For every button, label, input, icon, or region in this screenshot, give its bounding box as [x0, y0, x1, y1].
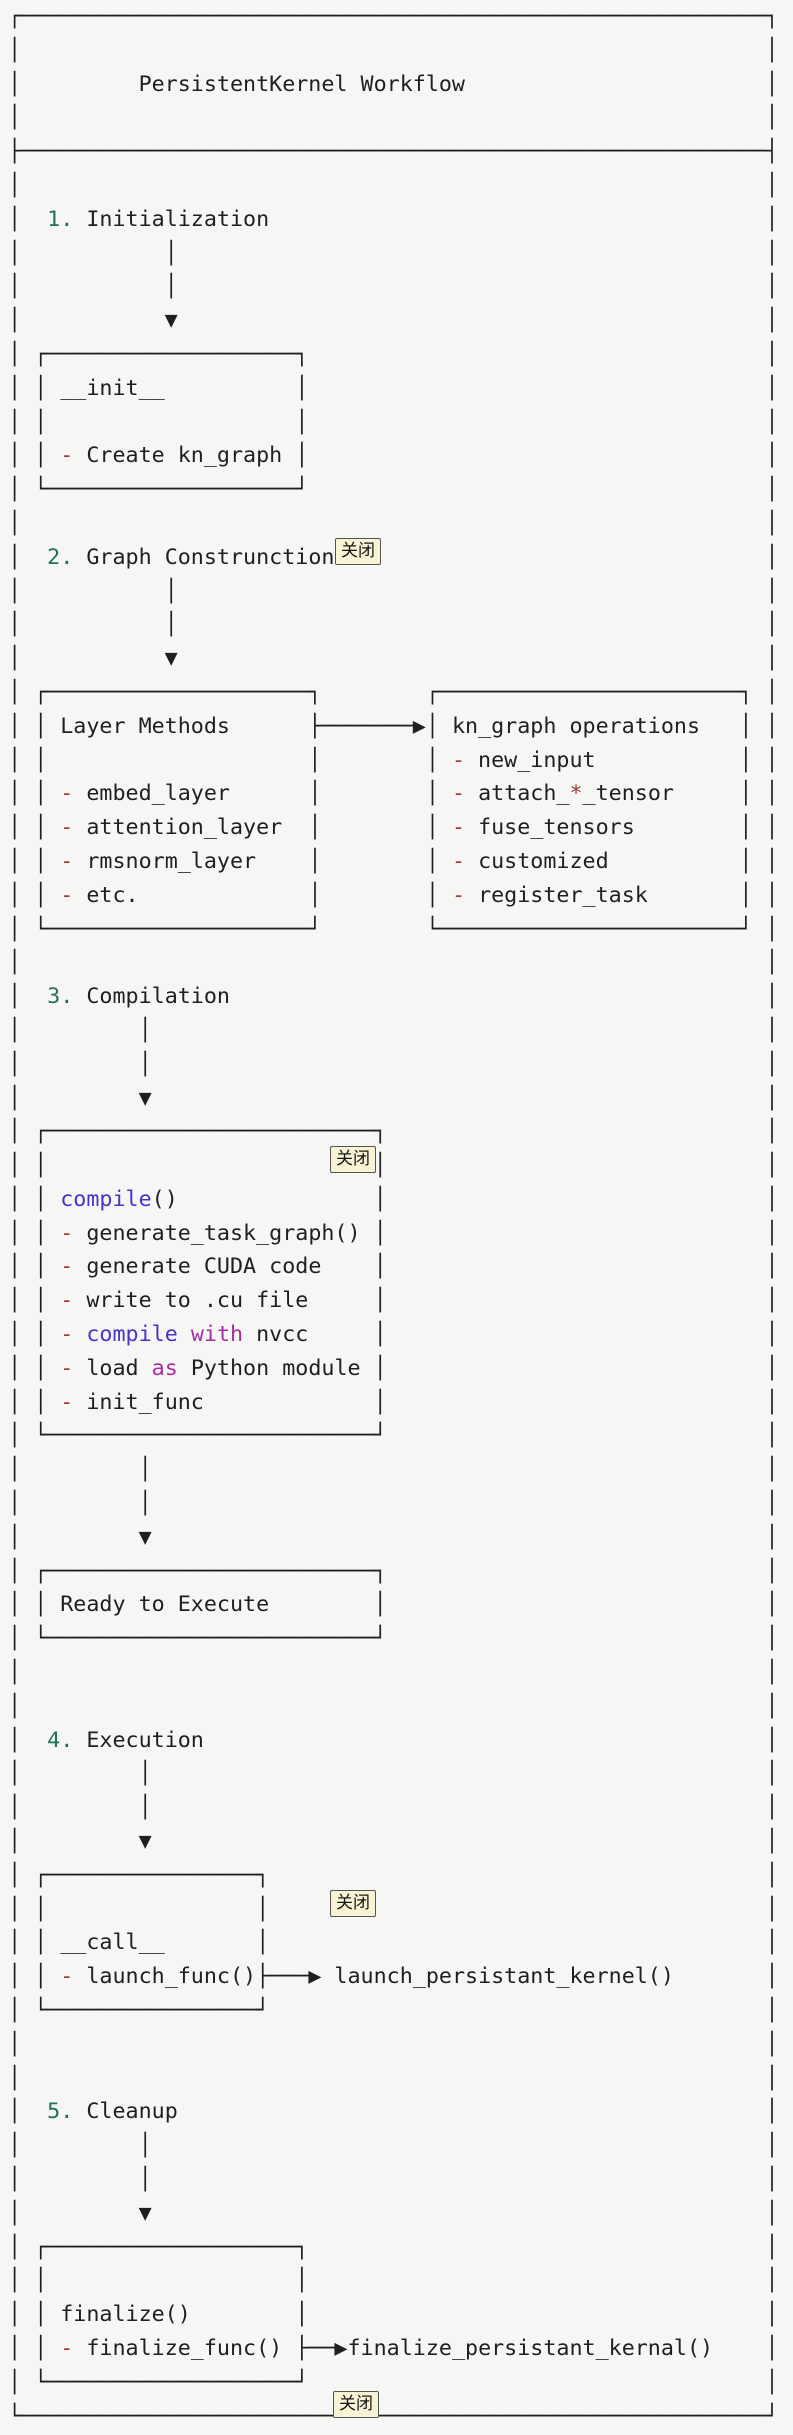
diagram-row: │ │ — [8, 105, 779, 131]
diagram-row: │ │ - write to .cu file │ │ — [8, 1288, 779, 1314]
diagram-row: │ ┌───────────────────┐ │ — [8, 2234, 779, 2260]
diagram-row: │ │ │ — [8, 612, 779, 638]
diagram-row: │ │ compile() │ │ — [8, 1186, 779, 1212]
diagram-row: │ └────────────────┘ │ — [8, 1998, 779, 2024]
diagram-row: │ │ │ — [8, 1051, 779, 1077]
diagram-row: │ │ │ — [8, 1795, 779, 1821]
diagram-row: │ │ │ — [8, 578, 779, 604]
diagram-row: │ ▼ │ — [8, 308, 779, 334]
diagram-row: │ │ │ — [8, 240, 779, 266]
diagram-row: │ │ __call__ │ │ — [8, 1930, 779, 1956]
diagram-row: │ │ - compile with nvcc │ │ — [8, 1322, 779, 1348]
diagram-row: │ │ — [8, 2031, 779, 2057]
diagram-row: │ 1. Initialization │ — [8, 206, 779, 232]
diagram-row: ┌───────────────────────────────────────… — [8, 4, 779, 29]
diagram-row: │ │ - load as Python module │ │ — [8, 1355, 779, 1381]
diagram-row: │ │ Layer Methods ├───────▶│ kn_graph op… — [8, 713, 779, 739]
diagram-row: │ 4. Execution │ — [8, 1727, 779, 1753]
diagram-row: │ │ — [8, 1693, 779, 1719]
diagram-row: ├───────────────────────────────────────… — [8, 139, 779, 165]
diagram-row: │ │ │ — [8, 2167, 779, 2192]
diagram-row: │ ┌─────────────────────────┐ │ — [8, 1558, 779, 1584]
diagram-row: │ 3. Compilation │ — [8, 984, 779, 1010]
diagram-row: │ │ __init__ │ │ — [8, 375, 779, 401]
diagram-row: └───────────────────────────────────────… — [8, 2403, 779, 2429]
diagram-row: │ │ — [8, 1660, 779, 1686]
diagram-row: │ │ │ │ — [8, 1153, 779, 1179]
close-button[interactable]: 关闭 — [333, 2391, 379, 2418]
diagram-row: │ └───────────────────┘ │ — [8, 477, 779, 503]
diagram-row: │ │ │ │ — [8, 2268, 779, 2294]
diagram-row: │ │ - generate_task_graph() │ │ — [8, 1220, 779, 1246]
diagram-row: │ │ - rmsnorm_layer │ │ - customized │ │ — [8, 848, 779, 874]
diagram-row: │ │ │ — [8, 1017, 779, 1043]
diagram-row: │ ▼ │ — [8, 2200, 779, 2226]
diagram-row: │ │ │ — [8, 1761, 779, 1787]
diagram-row: │ ┌───────────────────┐ │ — [8, 341, 779, 367]
close-button[interactable]: 关闭 — [330, 1146, 376, 1173]
diagram-row: │ │ - generate CUDA code │ │ — [8, 1254, 779, 1280]
diagram-row: │ │ — [8, 950, 779, 976]
diagram-row: │ │ │ │ - new_input │ │ — [8, 747, 779, 773]
diagram-row: │ │ - attention_layer │ │ - fuse_tensors… — [8, 815, 779, 841]
diagram-row: │ │ - etc. │ │ - register_task │ │ — [8, 882, 779, 908]
diagram-row: │ │ - init_func │ │ — [8, 1389, 779, 1415]
diagram-row: │ ▼ │ — [8, 1829, 779, 1855]
diagram-row: │ └─────────────────────────┘ │ — [8, 1423, 779, 1449]
diagram-row: │ │ Ready to Execute │ │ — [8, 1592, 779, 1618]
diagram-row: │ │ - finalize_func() ├──▶finalize_persi… — [8, 2335, 779, 2361]
diagram-row: │ ▼ │ — [8, 646, 779, 672]
diagram-row: │ │ — [8, 2065, 779, 2091]
diagram-row: │ │ │ — [8, 1457, 779, 1483]
diagram-row: │ 2. Graph Construnction │ — [8, 544, 779, 570]
diagram-row: │ │ — [8, 510, 779, 536]
diagram-row: │ │ │ — [8, 1491, 779, 1517]
diagram-row: │ ┌────────────────┐ │ — [8, 1862, 779, 1888]
diagram-row: │ │ - Create kn_graph │ │ — [8, 443, 779, 469]
diagram-row: │ ┌─────────────────────────┐ │ — [8, 1119, 779, 1145]
diagram-row: │ │ - embed_layer │ │ - attach_*_tensor … — [8, 781, 779, 807]
diagram-row: │ ▼ │ — [8, 1085, 779, 1111]
diagram-row: │ └────────────────────┘ └──────────────… — [8, 916, 779, 942]
diagram-row: │ │ finalize() │ │ — [8, 2302, 779, 2328]
diagram-row: │ ▼ │ — [8, 1524, 779, 1550]
diagram-row: │ 5. Cleanup │ — [8, 2099, 779, 2125]
diagram-row: │ │ │ — [8, 274, 779, 300]
diagram-row: │ └─────────────────────────┘ │ — [8, 1626, 779, 1652]
close-button[interactable]: 关闭 — [335, 538, 381, 565]
diagram-row: │ ┌────────────────────┐ ┌──────────────… — [8, 679, 779, 705]
diagram-row: │ │ — [8, 37, 779, 63]
diagram-row: │ │ - launch_func()├───▶ launch_persista… — [8, 1964, 779, 1990]
diagram-row: │ │ │ │ — [8, 1896, 779, 1922]
close-button[interactable]: 关闭 — [330, 1890, 376, 1917]
diagram-row: │ │ — [8, 172, 779, 198]
diagram-row: │ │ │ │ — [8, 409, 779, 435]
diagram-row: │ └───────────────────┘ │ — [8, 2369, 779, 2395]
diagram-row: │ │ │ — [8, 2133, 779, 2159]
diagram-row: │ PersistentKernel Workflow │ — [8, 71, 779, 97]
